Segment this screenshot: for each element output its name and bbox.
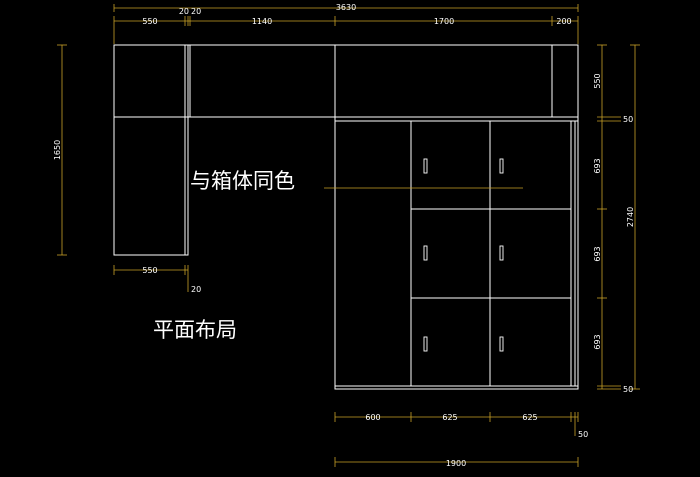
door-handle <box>499 336 504 352</box>
door-handle <box>499 158 504 174</box>
note-same-color: 与箱体同色 <box>190 169 295 193</box>
dim-right-693-c: 693 <box>593 334 602 349</box>
dim-bottom-625-a: 625 <box>442 413 457 422</box>
door-handle <box>423 245 428 261</box>
dim-plan-550: 550 <box>142 266 157 275</box>
dim-top-20: 20 <box>179 7 189 16</box>
top-dimension-chain <box>113 4 579 44</box>
dim-right-50-bottom: 50 <box>623 385 633 394</box>
left-height-dimension <box>57 44 67 256</box>
door-handle <box>423 158 428 174</box>
dim-left-1650: 1650 <box>53 140 62 160</box>
dim-right-50-top: 50 <box>623 115 633 124</box>
dim-right-693-b: 693 <box>593 246 602 261</box>
dim-top-1140: 1140 <box>252 17 272 26</box>
note-plan-layout: 平面布局 <box>153 318 237 342</box>
left-tall-cabinet <box>113 116 189 256</box>
dim-total-height: 2740 <box>626 207 635 227</box>
dim-bottom-total: 1900 <box>446 459 466 468</box>
dim-right-550: 550 <box>593 73 602 88</box>
door-handles <box>423 158 504 352</box>
dim-bottom-600: 600 <box>365 413 380 422</box>
dim-top-550: 550 <box>142 17 157 26</box>
door-handle <box>499 245 504 261</box>
dim-bottom-625-b: 625 <box>522 413 537 422</box>
right-dimension-chain <box>597 44 640 390</box>
door-handle <box>423 336 428 352</box>
plan-dimension <box>113 265 189 292</box>
upper-cabinets <box>113 44 579 118</box>
dim-top-200: 200 <box>556 17 571 26</box>
wardrobe-body <box>334 116 579 390</box>
dim-bottom-50: 50 <box>578 430 588 439</box>
dim-plan-20: 20 <box>191 285 201 294</box>
bottom-dimension-chain <box>334 412 579 467</box>
dim-right-693-a: 693 <box>593 158 602 173</box>
dim-top-1700: 1700 <box>434 17 454 26</box>
dim-total-width: 3630 <box>336 3 356 12</box>
dim-top-20b: 20 <box>191 7 201 16</box>
